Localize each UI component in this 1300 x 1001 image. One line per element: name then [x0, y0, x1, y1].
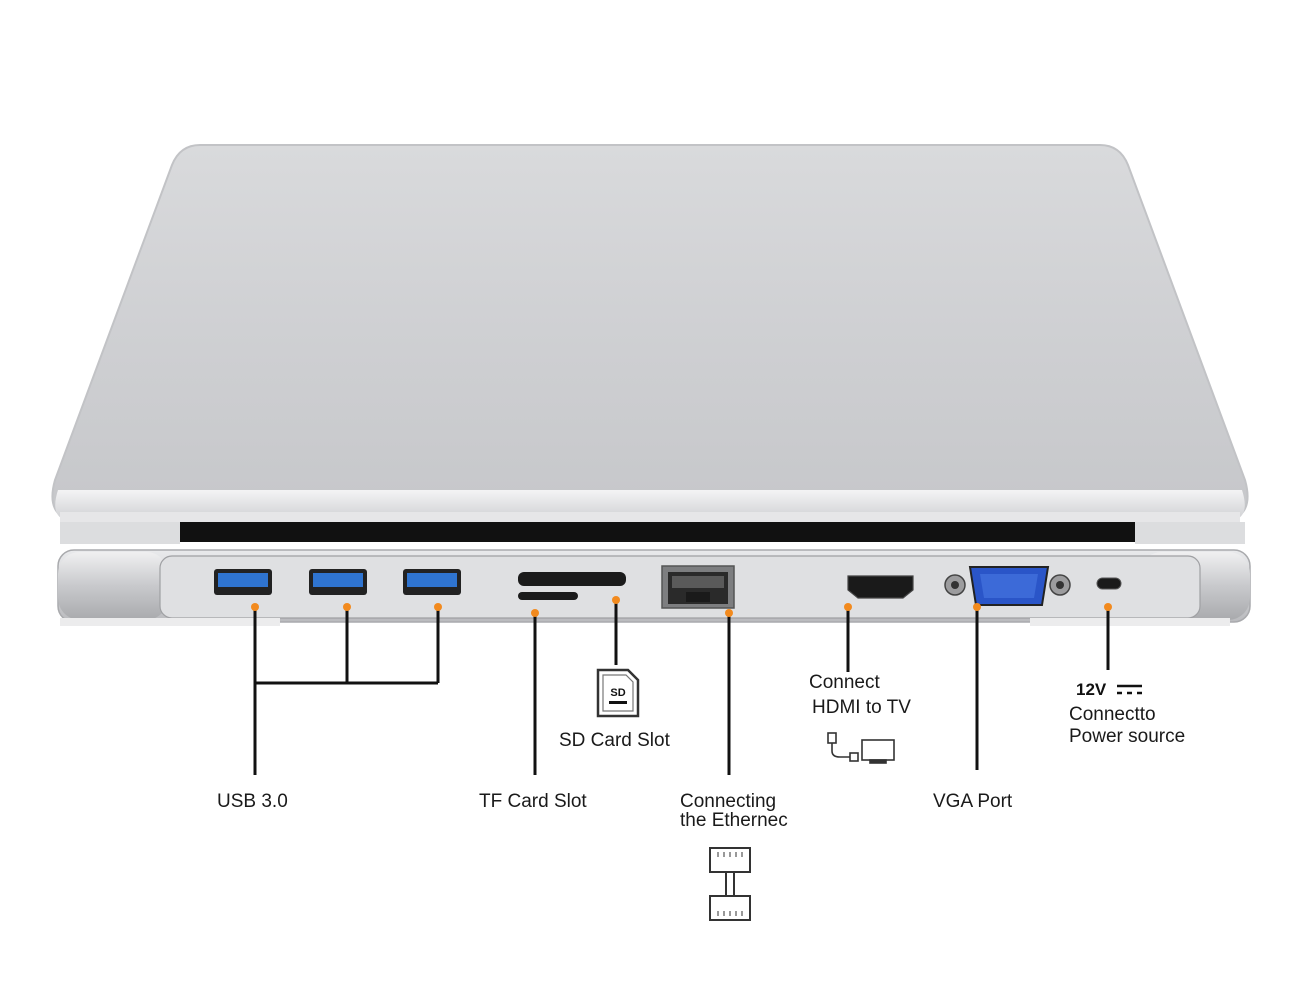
- hdmi-port: [847, 575, 914, 599]
- power-port: [1096, 577, 1122, 590]
- usb-label: USB 3.0: [217, 791, 288, 812]
- usb-port-2: [309, 569, 367, 595]
- svg-text:SD: SD: [610, 687, 625, 699]
- tf-card-label: TF Card Slot: [479, 791, 587, 812]
- vga-port: [944, 566, 1071, 606]
- sd-card-icon: SD: [596, 668, 640, 718]
- power-voltage-label: 12V: [1076, 680, 1107, 699]
- hdmi-label-line2: HDMI to TV: [812, 697, 911, 718]
- laptop-lid: [51, 144, 1249, 524]
- power-label-line1: Connectto: [1069, 704, 1156, 725]
- ethernet-connector-icon: [709, 847, 751, 921]
- ethernet-label-line1: Connecting: [680, 791, 777, 812]
- sd-card-label: SD Card Slot: [559, 730, 670, 751]
- vga-label: VGA Port: [933, 791, 1013, 812]
- lid-gap: [180, 522, 1135, 542]
- callout-lines: [253, 600, 1110, 775]
- usb-port-3: [403, 569, 461, 595]
- power-label: Connectto Power source: [1069, 704, 1185, 748]
- usb-port-1: [214, 569, 272, 595]
- ethernet-port: [661, 565, 735, 609]
- callout-dots: [251, 596, 1112, 617]
- power-label-line2: Power source: [1069, 726, 1186, 747]
- tf-slot: [518, 592, 578, 600]
- ethernet-label-line2: the Ethernec: [680, 810, 788, 831]
- hdmi-cable-tv-icon: [827, 732, 895, 764]
- dc-power-symbol-icon: [1117, 684, 1142, 695]
- sd-slot: [518, 572, 626, 586]
- ethernet-label: Connecting the Ethernec: [680, 792, 788, 830]
- hdmi-label-line1: Connect: [809, 672, 880, 693]
